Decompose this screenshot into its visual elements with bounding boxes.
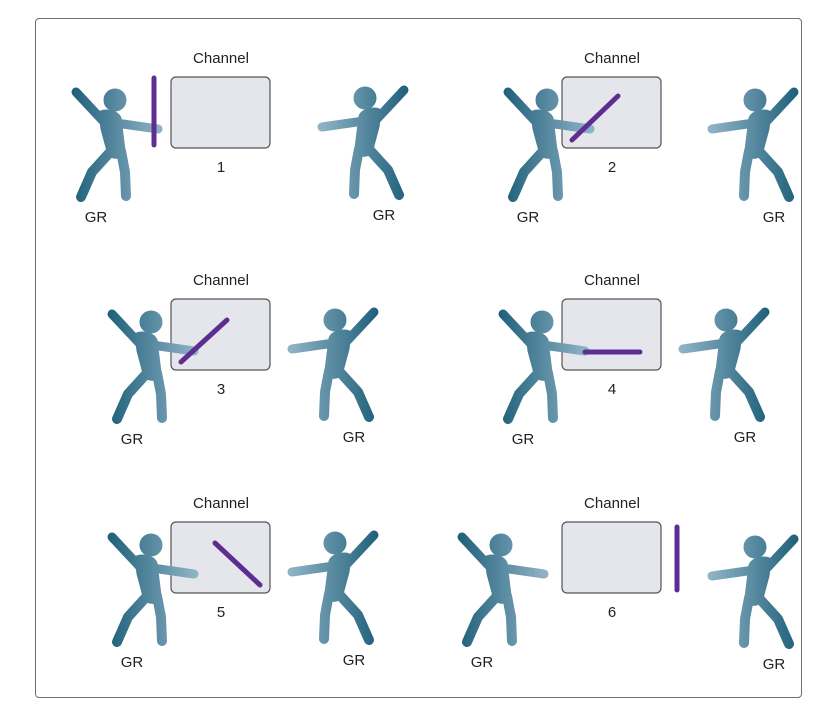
right-person-icon — [712, 536, 794, 644]
channel-title: Channel — [193, 50, 249, 67]
panel-number: 4 — [608, 381, 616, 398]
channel-box — [170, 76, 271, 149]
right-gr-label: GR — [763, 656, 786, 673]
right-person-icon — [712, 89, 794, 197]
baton-line — [178, 317, 230, 365]
right-gr-label: GR — [763, 209, 786, 226]
left-gr-label: GR — [512, 431, 535, 448]
channel-title: Channel — [584, 50, 640, 67]
panel-number: 3 — [217, 381, 225, 398]
channel-box — [561, 298, 662, 371]
channel-title: Channel — [584, 272, 640, 289]
baton-line — [212, 540, 263, 588]
panel-1: Channel 1GR GR — [76, 50, 404, 226]
panel-4: Channel 4GR GR — [503, 272, 765, 448]
right-gr-label: GR — [343, 429, 366, 446]
right-person-icon — [292, 309, 374, 417]
right-person-icon — [292, 532, 374, 640]
right-gr-label: GR — [373, 207, 396, 224]
left-gr-label: GR — [471, 654, 494, 671]
left-person-icon — [76, 89, 158, 197]
panel-number: 2 — [608, 159, 616, 176]
left-gr-label: GR — [85, 209, 108, 226]
channel-box — [561, 521, 662, 594]
panel-6: Channel 6GR GR — [462, 495, 794, 673]
right-person-icon — [683, 309, 765, 417]
panel-5: Channel 5GR GR — [112, 495, 374, 671]
right-gr-label: GR — [734, 429, 757, 446]
panel-number: 5 — [217, 604, 225, 621]
right-person-icon — [322, 87, 404, 195]
panel-3: Channel 3GR GR — [112, 272, 374, 448]
left-person-icon — [462, 534, 544, 642]
channel-title: Channel — [584, 495, 640, 512]
baton-line — [569, 93, 621, 143]
diagram-frame — [35, 18, 802, 698]
left-gr-label: GR — [517, 209, 540, 226]
panel-2: Channel 2GR GR — [508, 50, 794, 226]
panel-number: 6 — [608, 604, 616, 621]
right-gr-label: GR — [343, 652, 366, 669]
left-gr-label: GR — [121, 431, 144, 448]
left-gr-label: GR — [121, 654, 144, 671]
panel-number: 1 — [217, 159, 225, 176]
channel-title: Channel — [193, 495, 249, 512]
channel-title: Channel — [193, 272, 249, 289]
